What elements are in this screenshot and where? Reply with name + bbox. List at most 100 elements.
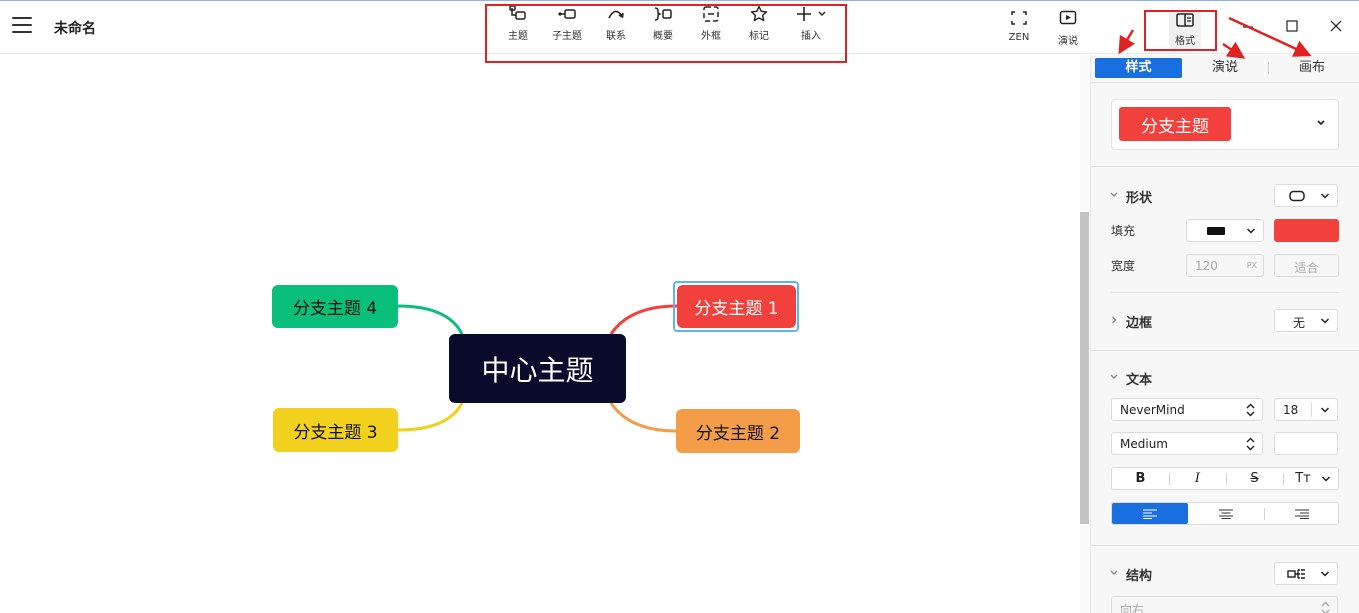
collapse-caret-icon[interactable] <box>1109 568 1119 578</box>
align-right-button[interactable] <box>1264 503 1340 524</box>
tab-style[interactable]: 样式 <box>1095 58 1182 78</box>
width-unit: PX <box>1246 261 1257 270</box>
marker-button[interactable]: 标记 <box>739 5 779 42</box>
group-divider <box>1283 473 1284 485</box>
align-center-icon <box>1219 508 1233 519</box>
chevron-down-icon <box>1246 228 1256 234</box>
group-divider <box>1226 473 1227 485</box>
shape-select[interactable] <box>1274 184 1338 207</box>
expand-caret-icon[interactable] <box>1109 315 1119 325</box>
maximize-icon[interactable] <box>1284 18 1300 34</box>
annotation-arrows <box>1118 16 1312 59</box>
branch-topic-node-1[interactable]: 分支主题 1 <box>677 285 796 328</box>
connector-branch-2 <box>609 402 677 433</box>
text-case-button[interactable]: Tт <box>1295 471 1311 486</box>
fill-label: 填充 <box>1111 224 1136 238</box>
summary-icon <box>654 7 672 21</box>
text-section-title: 文本 <box>1126 373 1153 388</box>
close-icon[interactable] <box>1328 18 1344 34</box>
font-size-select[interactable]: 18 <box>1274 398 1338 421</box>
text-style-group: B I S Tт <box>1111 467 1339 490</box>
section-divider <box>1090 545 1359 546</box>
strikethrough-button[interactable]: S <box>1250 471 1259 486</box>
canvas-scrollbar[interactable] <box>1080 212 1089 524</box>
connector-branch-4 <box>397 304 464 335</box>
central-topic-node[interactable]: 中心主题 <box>449 334 626 403</box>
topic-icon <box>509 5 526 20</box>
play-icon <box>1059 10 1077 25</box>
align-left-button[interactable] <box>1112 503 1188 524</box>
star-icon <box>750 5 768 22</box>
format-panel-icon <box>1176 13 1194 27</box>
tab-canvas[interactable]: 画布 <box>1298 60 1325 75</box>
plus-icon <box>797 7 826 21</box>
format-button[interactable]: 格式 <box>1169 11 1201 49</box>
presentation-button[interactable]: 演说 <box>1048 10 1088 47</box>
hamburger-menu-icon[interactable] <box>12 17 32 35</box>
subtopic-icon <box>558 9 576 19</box>
tab-divider <box>1268 62 1269 74</box>
font-family-select[interactable]: NeverMind <box>1111 398 1263 421</box>
text-color-swatch[interactable] <box>1274 432 1338 455</box>
chevron-down-icon <box>1320 193 1330 199</box>
collapse-caret-icon[interactable] <box>1109 372 1119 382</box>
style-preview-chip: 分支主题 <box>1119 107 1231 141</box>
panel-divider <box>1090 82 1359 83</box>
structure-select[interactable] <box>1274 562 1338 585</box>
border-select[interactable]: 无 <box>1274 309 1338 332</box>
group-divider <box>1264 508 1265 520</box>
align-right-icon <box>1295 508 1309 519</box>
section-divider <box>1111 292 1339 293</box>
text-align-group <box>1111 502 1339 525</box>
fullscreen-icon <box>1011 11 1027 25</box>
shape-section-title: 形状 <box>1126 191 1153 206</box>
align-center-button[interactable] <box>1188 503 1264 524</box>
fill-type-select[interactable] <box>1186 219 1264 242</box>
summary-button[interactable]: 概要 <box>643 5 683 42</box>
font-weight-select[interactable]: Medium <box>1111 432 1263 455</box>
chevron-down-icon[interactable] <box>1321 475 1331 483</box>
solid-fill-icon <box>1207 227 1225 235</box>
fit-button[interactable]: 适合 <box>1274 254 1339 277</box>
group-divider <box>1169 473 1170 485</box>
border-section-title: 边框 <box>1126 316 1153 331</box>
chevron-down-icon <box>1317 120 1325 126</box>
branch-topic-node-4[interactable]: 分支主题 4 <box>272 285 398 328</box>
rounded-rect-icon <box>1289 190 1305 202</box>
subtopic-button[interactable]: 子主题 <box>547 5 587 42</box>
connector-branch-3 <box>397 402 464 432</box>
topic-button[interactable]: 主题 <box>498 5 538 42</box>
mindmap-connectors <box>397 304 678 433</box>
boundary-button[interactable]: 外框 <box>691 5 731 42</box>
insert-button[interactable]: 插入 <box>789 5 833 42</box>
format-highlight-box <box>1144 10 1217 51</box>
section-divider <box>1090 350 1359 351</box>
collapse-caret-icon[interactable] <box>1109 190 1119 200</box>
document-title[interactable]: 未命名 <box>54 21 96 37</box>
top-bar <box>0 0 1359 54</box>
width-input[interactable]: 120 PX <box>1186 254 1264 277</box>
italic-button[interactable]: I <box>1194 471 1201 486</box>
tab-presentation[interactable]: 演说 <box>1211 60 1238 75</box>
fill-color-swatch[interactable] <box>1274 219 1339 242</box>
chevron-down-icon <box>1320 318 1330 324</box>
bold-button[interactable]: B <box>1135 471 1146 486</box>
relationship-icon <box>608 10 624 19</box>
up-down-arrows-icon <box>1321 601 1330 613</box>
width-label: 宽度 <box>1111 259 1136 273</box>
structure-direction-select[interactable]: 向右 <box>1111 596 1338 613</box>
boundary-icon <box>703 6 719 22</box>
branch-topic-node-3[interactable]: 分支主题 3 <box>273 408 398 452</box>
chevron-down-icon <box>1320 571 1330 577</box>
selection-outline <box>673 281 799 332</box>
branch-topic-node-2[interactable]: 分支主题 2 <box>676 409 800 453</box>
chevron-down-icon <box>1320 407 1330 413</box>
structure-right-icon <box>1287 569 1305 579</box>
up-down-arrows-icon <box>1246 403 1255 417</box>
zen-mode-button[interactable]: ZEN <box>999 10 1039 43</box>
connector-branch-1 <box>609 304 678 335</box>
toolbar-highlight-box <box>485 4 847 63</box>
style-preview-selector[interactable]: 分支主题 <box>1111 99 1339 150</box>
align-left-icon <box>1143 508 1157 519</box>
relationship-button[interactable]: 联系 <box>596 5 636 42</box>
